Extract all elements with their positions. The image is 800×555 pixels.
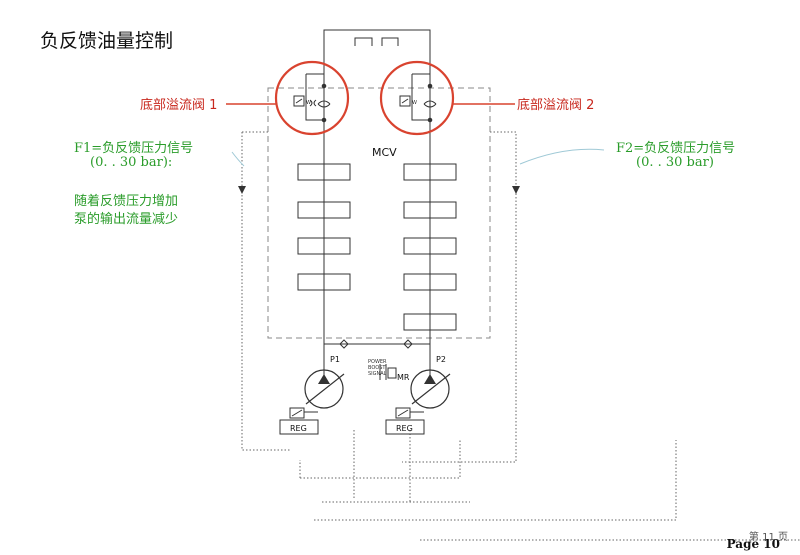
leader-f1	[231, 151, 245, 167]
label-relief-valve-1: 底部溢流阀 1	[140, 98, 218, 113]
label-reg-2: REG	[396, 424, 413, 433]
spring-label-1: W	[306, 100, 311, 106]
label-boost: BOOST	[368, 365, 386, 371]
label-f1-desc-2: 泵的输出流量减少	[74, 212, 179, 227]
leader-f2	[519, 148, 605, 165]
orifice-2	[423, 100, 437, 108]
label-signal: SIGNAL	[368, 371, 387, 377]
highlight-relief-2	[379, 60, 455, 136]
pump-2	[410, 369, 451, 409]
spring-label-2: W	[412, 100, 417, 106]
f1-feedback-line	[241, 131, 290, 451]
pump-1-arrow	[318, 374, 330, 384]
page-number: Page 10	[726, 537, 780, 551]
label-f1-range: (0. . 30 bar):	[90, 155, 173, 170]
label-power: POWER	[368, 359, 387, 365]
regulator-1	[279, 407, 319, 435]
arrow-f1	[238, 186, 246, 194]
mcv-body	[267, 87, 491, 339]
f2-feedback-line	[402, 131, 517, 463]
label-f2-range: (0. . 30 bar)	[636, 155, 714, 170]
tank-symbol	[354, 37, 399, 46]
orifice-1	[317, 100, 331, 108]
label-mr: MR	[397, 373, 410, 382]
relief-valve-1	[293, 73, 327, 123]
label-p2: P2	[436, 355, 446, 364]
top-return-line	[323, 29, 431, 80]
mcv-label: MCV	[372, 146, 397, 159]
regulator-2	[385, 407, 425, 435]
label-f2-signal: F2=负反馈压力信号	[616, 141, 736, 156]
pilot-line-v	[353, 430, 411, 502]
highlight-relief-1	[274, 60, 350, 136]
mr-valve	[379, 364, 397, 380]
label-f1-desc-1: 随着反馈压力增加	[74, 194, 179, 209]
label-f1-signal: F1=负反馈压力信号	[74, 141, 194, 156]
pilot-line-bottom	[299, 440, 461, 479]
pump-1	[304, 369, 345, 409]
pump-2-arrow	[424, 374, 436, 384]
page-number-cn: 第 11 页	[748, 532, 788, 543]
relief-valve-2	[399, 73, 433, 123]
label-relief-valve-2: 底部溢流阀 2	[517, 98, 595, 113]
label-reg-1: REG	[290, 424, 307, 433]
check-valves	[324, 339, 430, 349]
label-p1: P1	[330, 355, 340, 364]
arrow-f2	[512, 186, 520, 194]
page-title: 负反馈油量控制	[40, 30, 174, 52]
pilot-line-f	[314, 440, 677, 521]
